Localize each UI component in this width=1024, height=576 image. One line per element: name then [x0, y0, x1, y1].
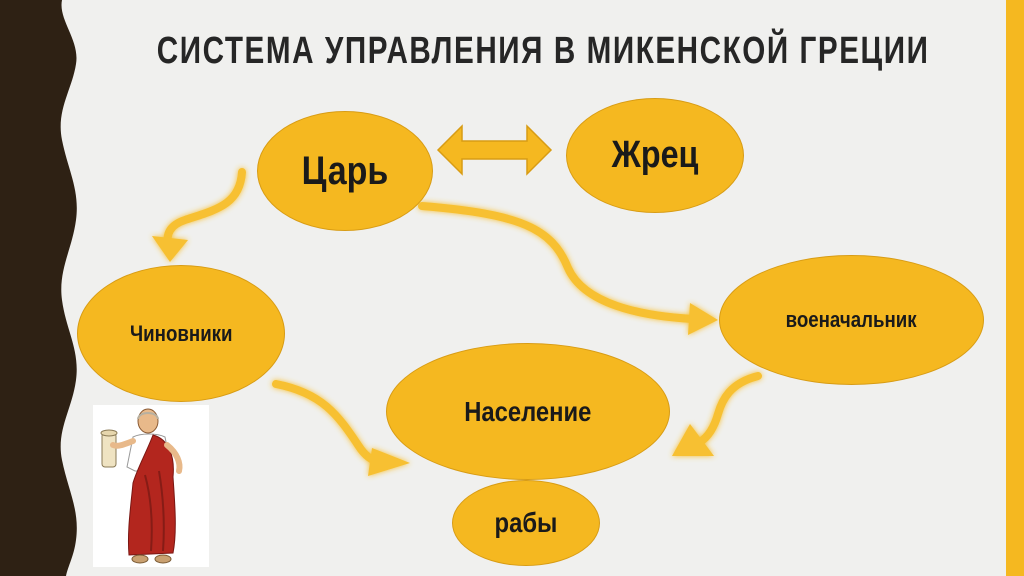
node-voenachalnik: военачальник [719, 255, 984, 385]
arrow-voenachalnik-to-naselenie [700, 376, 758, 442]
node-tsar: Царь [257, 111, 433, 231]
node-raby: рабы [452, 480, 600, 566]
double-arrow-tsar-zhrets [438, 126, 551, 174]
arrowhead-naselenie-left [368, 448, 410, 476]
arrowhead-chinovniki [152, 236, 188, 262]
greek-citizen-illustration [93, 405, 209, 567]
arrow-tsar-to-chinovniki [168, 172, 242, 245]
node-naselenie: Население [386, 343, 670, 480]
arrow-chinovniki-to-naselenie [276, 384, 382, 463]
node-zhrets: Жрец [566, 98, 744, 213]
node-chinovniki: Чиновники [77, 265, 285, 402]
arrow-tsar-to-voenachalnik [422, 206, 693, 319]
arrowhead-voenachalnik [688, 303, 718, 335]
figure-icon [93, 405, 209, 567]
